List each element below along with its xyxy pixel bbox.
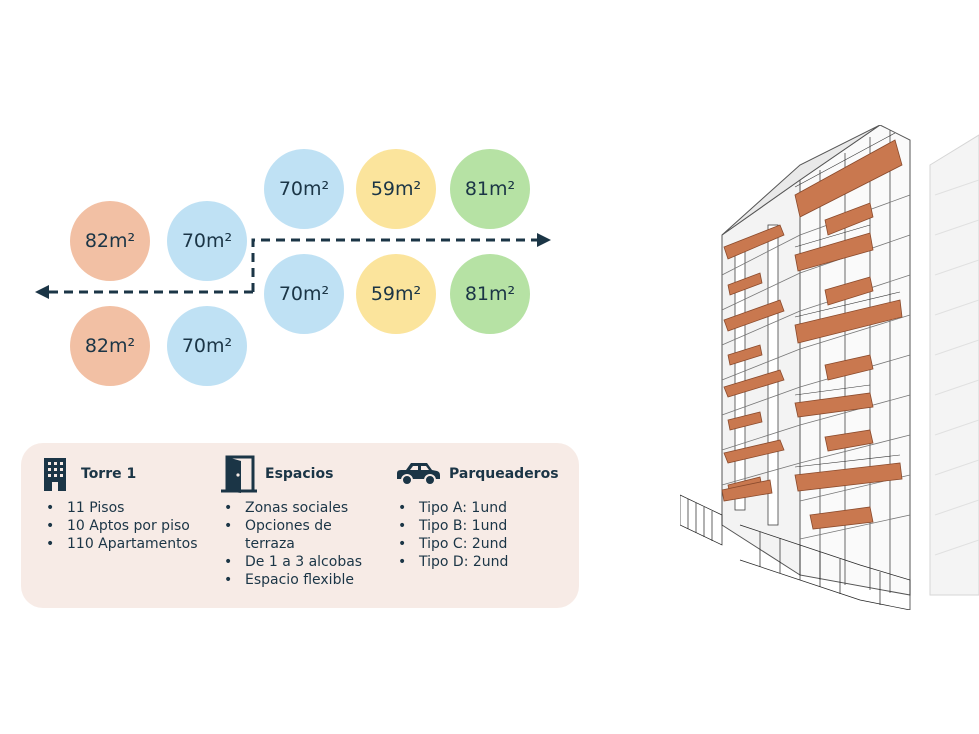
list-item: 110 Apartamentos: [43, 535, 198, 553]
unit-circle-70-left-top: 70m²: [167, 201, 247, 281]
spaces-list: Zonas sociales Opciones de terraza De 1 …: [221, 499, 381, 589]
unit-circle-82-bottom: 82m²: [70, 306, 150, 386]
arrow-right-head: [537, 233, 551, 247]
list-item: 11 Pisos: [43, 499, 198, 517]
parking-title: Parqueaderos: [449, 466, 559, 482]
arrow-left-head: [35, 285, 49, 299]
list-item: Zonas sociales: [221, 499, 381, 517]
list-item: Tipo D: 2und: [395, 553, 559, 571]
info-panel: Torre 1 11 Pisos 10 Aptos por piso 110 A…: [21, 443, 579, 608]
apartment-building-illustration: [680, 125, 979, 610]
spaces-title: Espacios: [265, 466, 334, 482]
unit-circle-59-bottom: 59m²: [356, 254, 436, 334]
list-item: Tipo B: 1und: [395, 517, 559, 535]
tower-title: Torre 1: [81, 466, 137, 482]
unit-circle-81-bottom: 81m²: [450, 254, 530, 334]
list-item: Tipo A: 1und: [395, 499, 559, 517]
unit-circle-59-top: 59m²: [356, 149, 436, 229]
list-item: Opciones de terraza: [221, 517, 355, 553]
parking-column: Parqueaderos Tipo A: 1und Tipo B: 1und T…: [395, 459, 559, 571]
parking-list: Tipo A: 1und Tipo B: 1und Tipo C: 2und T…: [395, 499, 559, 571]
door-icon: [221, 455, 257, 493]
unit-circle-70-top: 70m²: [264, 149, 344, 229]
list-item: De 1 a 3 alcobas: [221, 553, 381, 571]
unit-circle-82-top: 82m²: [70, 201, 150, 281]
tower-column: Torre 1 11 Pisos 10 Aptos por piso 110 A…: [43, 457, 198, 553]
list-item: Tipo C: 2und: [395, 535, 559, 553]
building-icon: [43, 457, 67, 491]
list-item: Espacio flexible: [221, 571, 381, 589]
spaces-column: Espacios Zonas sociales Opciones de terr…: [221, 455, 381, 589]
unit-circle-81-top: 81m²: [450, 149, 530, 229]
car-icon: [395, 461, 441, 487]
corridor-path-right: [251, 238, 538, 292]
unit-circle-70-left-bottom: 70m²: [167, 306, 247, 386]
tower-list: 11 Pisos 10 Aptos por piso 110 Apartamen…: [43, 499, 198, 553]
list-item: 10 Aptos por piso: [43, 517, 198, 535]
unit-circle-70-bottom: 70m²: [264, 254, 344, 334]
